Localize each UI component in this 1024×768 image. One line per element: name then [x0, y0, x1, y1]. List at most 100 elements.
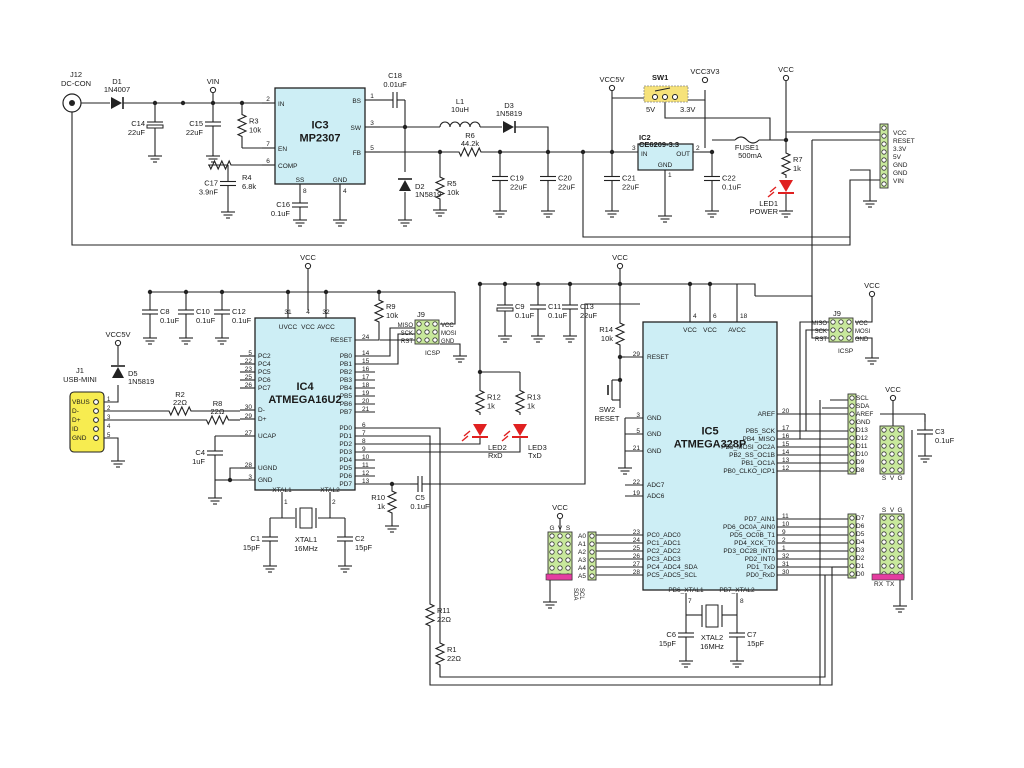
- vcc-digital-label: VCC: [885, 385, 901, 394]
- diode-ref: D1: [112, 77, 122, 86]
- ic4-pin-num: 30: [245, 404, 253, 411]
- ic5-pin-num: 15: [782, 441, 790, 448]
- rxtx-pink-strip: [871, 573, 905, 581]
- ic4-pin-num: 5: [248, 350, 252, 357]
- ic5-pin-name: ADC6: [647, 493, 665, 500]
- digital-low-label: D7: [856, 515, 865, 522]
- power-header-label: GND: [893, 162, 908, 169]
- analog-header-names: [587, 531, 597, 581]
- sw1-5v-label: 5V: [646, 105, 655, 114]
- ic4-pin-num: 9: [362, 446, 366, 453]
- wire: [439, 575, 826, 678]
- capacitor-value: 22uF: [186, 128, 204, 137]
- ground-symbol: [333, 214, 347, 227]
- ic3-pin-name: IN: [278, 101, 285, 108]
- ic5-pin-name: PB2_SS_OC1B: [729, 452, 775, 459]
- ic5-pin-num: 9: [782, 529, 786, 536]
- ground-symbol: [863, 195, 877, 208]
- ic5-pin-num: 1: [782, 545, 786, 552]
- ground-symbol: [398, 214, 412, 227]
- junction-dot: [402, 124, 408, 130]
- ground-symbol: [531, 330, 545, 343]
- ground-symbol: [730, 655, 744, 668]
- ic5-pin-name: PD4_XCK_T0: [734, 540, 775, 547]
- capacitor-ref: C17: [204, 179, 218, 188]
- ic2-pin-num: 1: [668, 172, 672, 179]
- ic5-pin-num: 11: [782, 513, 789, 520]
- junction-dot: [580, 149, 586, 155]
- ground-symbol: [865, 352, 879, 365]
- capacitor-ref: C21: [622, 174, 636, 183]
- ground-symbol: [215, 332, 229, 345]
- capacitor-value: 15pF: [659, 639, 677, 648]
- ground-symbol: [541, 205, 555, 218]
- ic5-pin-num: 4: [693, 313, 697, 320]
- resistor-ref: R12: [487, 393, 501, 402]
- icsp-gnd-label: GND: [441, 339, 455, 345]
- ic4-pin-name: PB2: [340, 369, 353, 376]
- ground-symbol: [658, 210, 672, 223]
- ic4-pin-name: PC5: [258, 369, 271, 376]
- ic3-pin-num: 6: [266, 158, 270, 165]
- ic5-pin-name: PD3_OC2B_INT1: [723, 548, 775, 555]
- ic4-pin-name: PD2: [339, 441, 352, 448]
- l1-value: 10uH: [451, 105, 469, 114]
- ic5-pin-name: PB4_MISO: [742, 436, 775, 443]
- ic4-pin-num: 18: [362, 382, 370, 389]
- junction-dot: [567, 281, 573, 287]
- fuse1-value: 500mA: [738, 151, 762, 160]
- ic5-pin-name: AREF: [758, 411, 775, 418]
- digital-low-label: D3: [856, 547, 865, 554]
- j12-ref: J12: [70, 70, 82, 79]
- ic5-pin-name: PC2_ADC2: [647, 548, 681, 555]
- capacitor-value: 15pF: [747, 639, 765, 648]
- ic4-pin-name: PB1: [340, 361, 353, 368]
- sw1-lever: [654, 87, 671, 92]
- capacitor-ref: C13: [580, 302, 594, 311]
- ic4-pin-num: 24: [362, 334, 370, 341]
- r4-value: 6.8k: [242, 182, 256, 191]
- ic5-pin-name: PB3_MOSI_OC2A: [721, 444, 775, 451]
- resistor-ref: R1: [447, 645, 457, 654]
- usb-pin-num: 1: [107, 397, 111, 403]
- ic4-pin-num: 28: [245, 462, 253, 469]
- wire: [375, 435, 431, 600]
- resistor-value: 10k: [386, 311, 398, 320]
- capacitor-ref: C1: [250, 534, 260, 543]
- analog-header-pins: [547, 531, 573, 581]
- diode-value: 1N5819: [415, 190, 441, 199]
- ic5-pin-num: 23: [633, 529, 641, 536]
- ic4-pin-num: 29: [245, 413, 253, 420]
- usb-pin-label: D+: [72, 417, 81, 424]
- ic5-pin-num: 14: [782, 449, 790, 456]
- ic4-pin-num: 6: [362, 422, 366, 429]
- ic5-pin-num: 29: [633, 351, 641, 358]
- ic5-pin-name: ADC7: [647, 482, 665, 489]
- capacitor-ref: C9: [515, 302, 525, 311]
- ic3-mp2307-ref: IC3: [311, 119, 328, 131]
- ic5-pin-num: 18: [740, 313, 748, 320]
- ic4-pin-num: 7: [362, 430, 366, 437]
- ic3-pin-num: 7: [266, 141, 270, 148]
- wire: [375, 427, 441, 640]
- ground-symbol: [208, 492, 222, 505]
- wire: [440, 292, 456, 325]
- led-value: RxD: [488, 451, 503, 460]
- xtal2-ref: XTAL2: [701, 633, 723, 642]
- ic3-pin-name: EN: [278, 146, 287, 153]
- ic5-pin-name: PC3_ADC3: [647, 556, 681, 563]
- ic4-pin-name: PD7: [339, 481, 352, 488]
- ground-symbol: [206, 150, 220, 163]
- capacitor-value: 22uF: [580, 311, 598, 320]
- ground-symbol: [385, 520, 399, 533]
- digital-high-label: D11: [856, 443, 868, 450]
